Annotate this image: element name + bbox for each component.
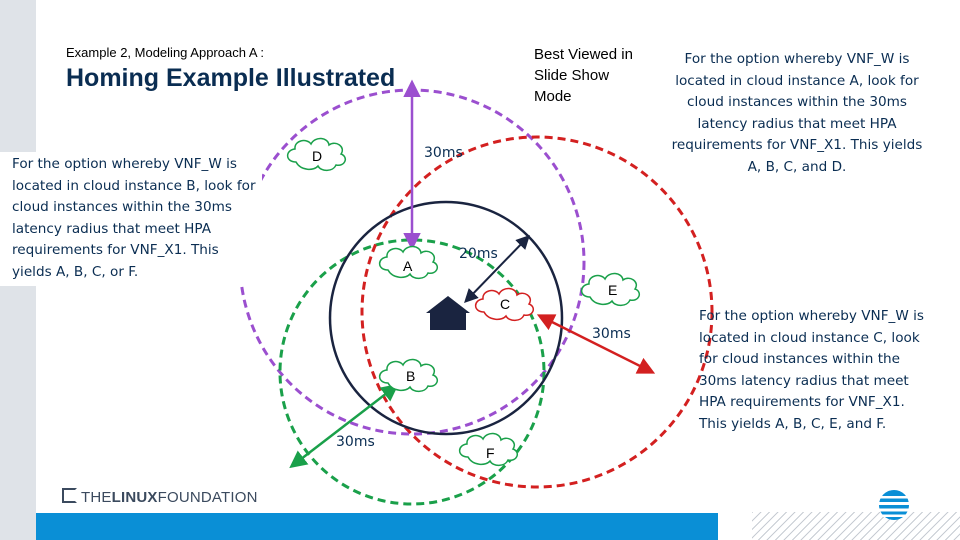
linux-foundation-logo: THELINUXFOUNDATION: [62, 488, 258, 506]
cloud-a-label: A: [403, 258, 413, 274]
viewing-note: Best Viewed in Slide Show Mode: [534, 46, 633, 105]
cloud-c: C: [474, 287, 535, 322]
cloud-icon: [378, 358, 439, 393]
slide-subtitle: Example 2, Modeling Approach A :: [66, 45, 265, 60]
red-coverage-circle: [360, 135, 714, 489]
linux-foundation-mark-icon: [62, 488, 77, 503]
brand-suffix: FOUNDATION: [157, 489, 258, 506]
cloud-icon: [286, 137, 347, 172]
hatch-decoration: [752, 512, 960, 540]
bottom-accent-bar: [36, 513, 718, 540]
cloud-f: F: [458, 432, 519, 467]
home-icon: [426, 296, 470, 330]
brand-bold: LINUX: [111, 489, 158, 506]
cloud-c-label: C: [500, 296, 510, 312]
att-globe-icon: [879, 490, 909, 520]
latency-label-inner: 20ms: [459, 246, 498, 262]
cloud-icon: [474, 287, 535, 322]
brand-prefix: THE: [81, 489, 112, 506]
note-option-a: For the option whereby VNF_W is located …: [671, 51, 923, 175]
cloud-icon: [580, 272, 641, 307]
cloud-b-label: B: [406, 368, 415, 384]
latency-label-right: 30ms: [592, 326, 631, 342]
latency-label-bottom-left: 30ms: [336, 434, 375, 450]
red-radius-arrow: [536, 314, 656, 374]
green-radius-arrow: [289, 383, 399, 469]
cloud-e-label: E: [608, 282, 617, 298]
cloud-icon: [378, 245, 439, 280]
note-option-b: For the option whereby VNF_W is located …: [0, 152, 262, 286]
slide-title: Homing Example Illustrated: [66, 64, 396, 92]
inner-radius-arrow: [464, 234, 530, 304]
cloud-d-label: D: [312, 148, 322, 164]
cloud-f-label: F: [486, 445, 495, 461]
cloud-icon: [458, 432, 519, 467]
latency-label-top: 30ms: [424, 145, 463, 161]
cloud-a: A: [378, 245, 439, 280]
cloud-d: D: [286, 137, 347, 172]
cloud-b: B: [378, 358, 439, 393]
note-option-c: For the option whereby VNF_W is located …: [699, 308, 924, 432]
cloud-e: E: [580, 272, 641, 307]
